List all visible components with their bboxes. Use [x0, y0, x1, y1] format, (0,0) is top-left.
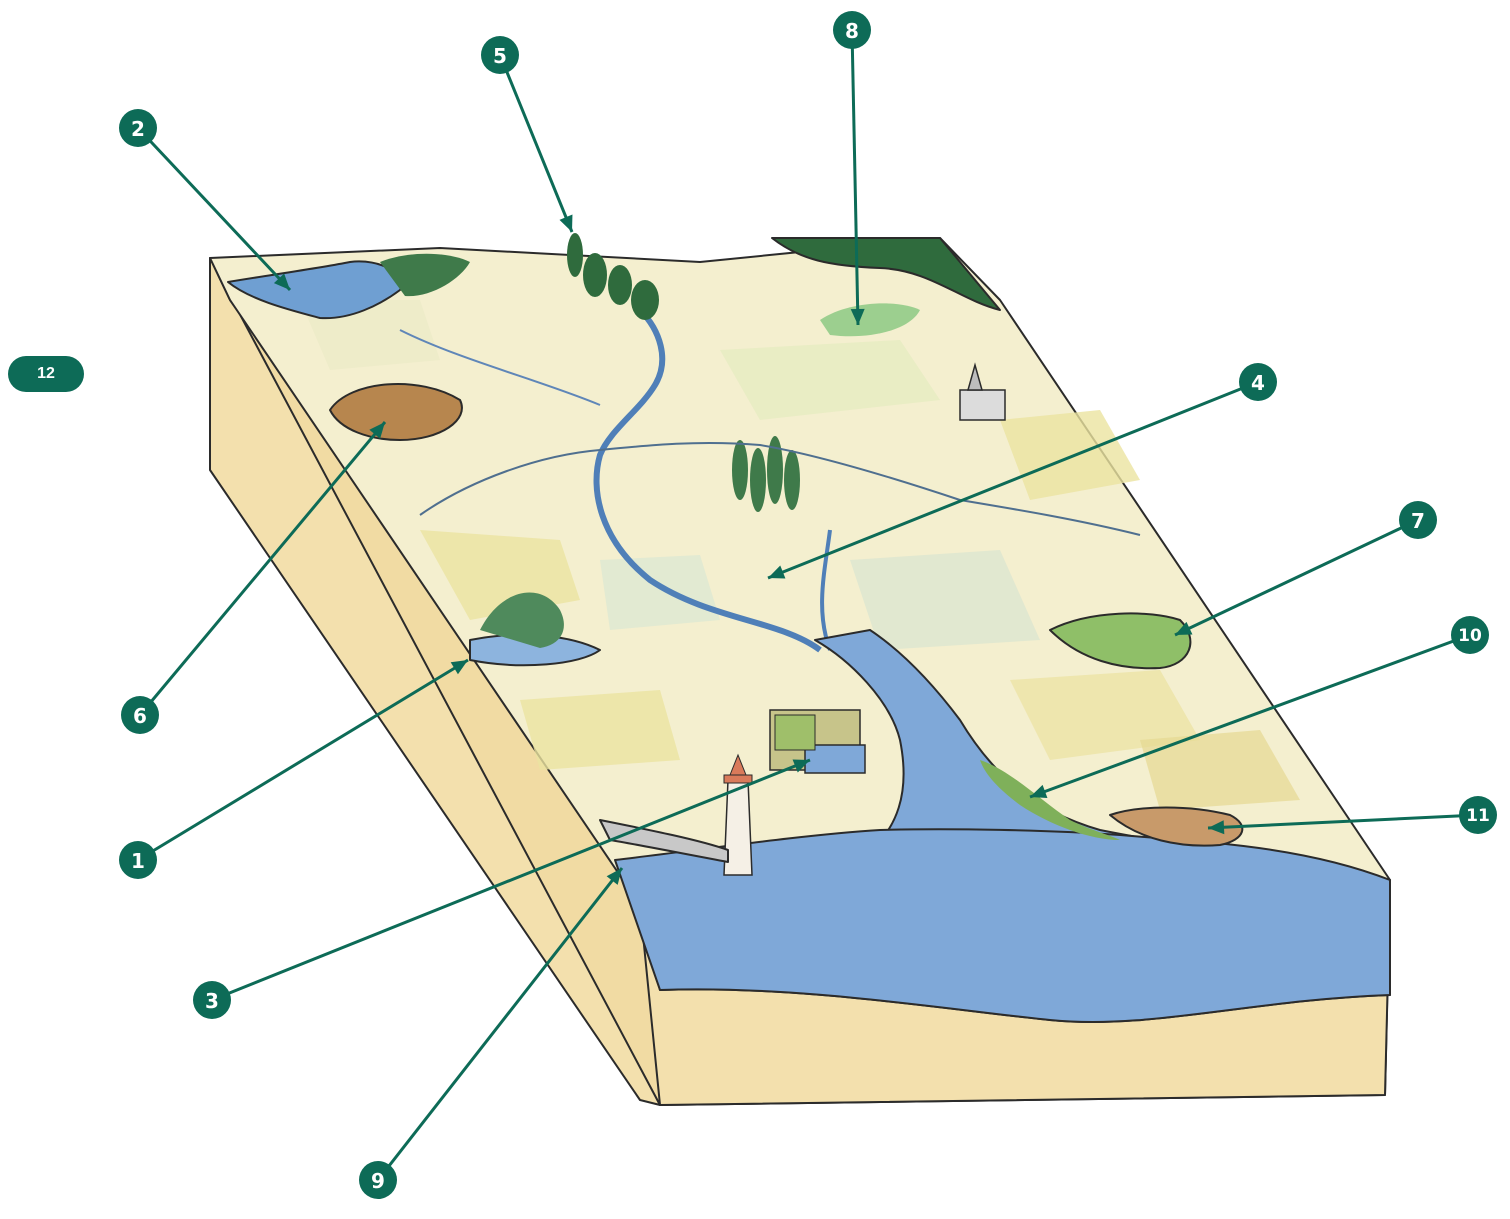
marker-label-3: 3: [205, 989, 219, 1013]
marker-label-6: 6: [133, 704, 147, 728]
marker-label-11: 11: [1466, 806, 1490, 826]
marker-4: 4: [1239, 363, 1277, 401]
marker-label-2: 2: [131, 117, 145, 141]
marker-8: 8: [833, 11, 871, 49]
marker-11: 11: [1459, 796, 1497, 834]
marker-label-5: 5: [493, 44, 507, 68]
salt-pans: [770, 710, 865, 773]
marker-label-1: 1: [131, 849, 145, 873]
leader-line-5: [500, 55, 572, 232]
marker-9: 9: [359, 1161, 397, 1199]
marker-label-4: 4: [1251, 371, 1265, 395]
marker-label-9: 9: [371, 1169, 385, 1193]
leader-line-7: [1175, 520, 1418, 635]
page-number-badge: 12: [8, 356, 84, 392]
marker-10: 10: [1451, 616, 1489, 654]
marker-5: 5: [481, 36, 519, 74]
marker-1: 1: [119, 841, 157, 879]
marker-label-10: 10: [1458, 626, 1482, 646]
marker-7: 7: [1399, 501, 1437, 539]
marker-2: 2: [119, 109, 157, 147]
leader-line-9: [378, 868, 622, 1180]
marker-label-8: 8: [845, 19, 859, 43]
marker-label-7: 7: [1411, 509, 1425, 533]
marker-6: 6: [121, 696, 159, 734]
marker-3: 3: [193, 981, 231, 1019]
